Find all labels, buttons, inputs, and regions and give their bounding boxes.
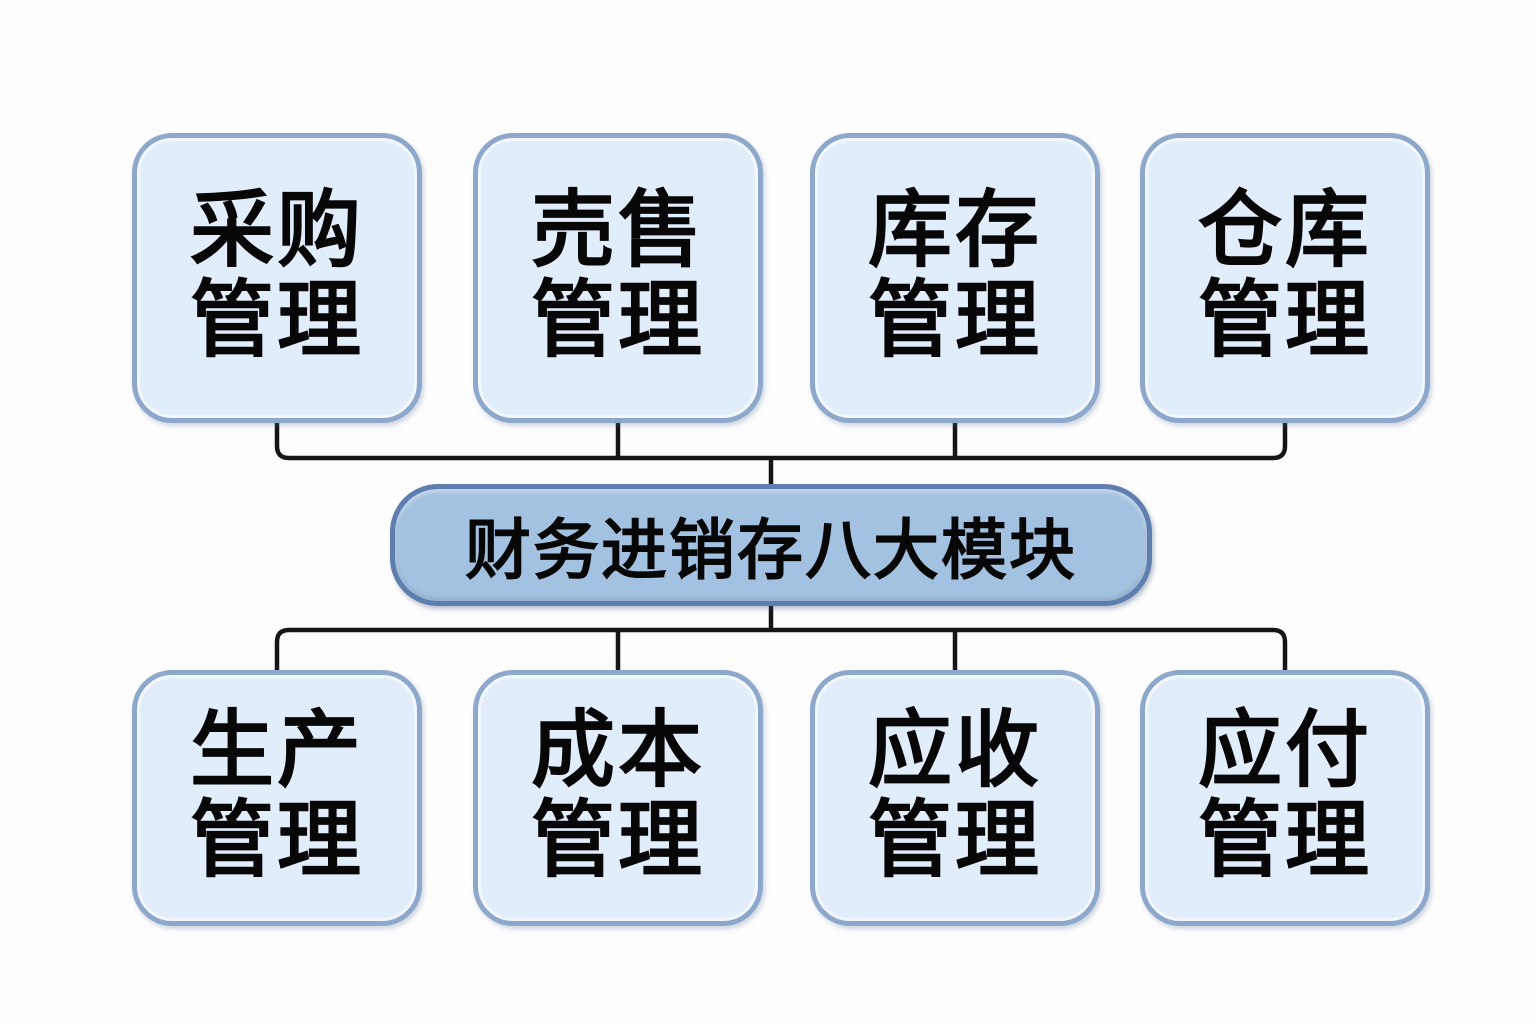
module-label-line: 管理 [530,793,705,887]
top-connector-bus [274,420,1288,461]
module-label-line: 应付 [1197,703,1372,798]
module-label-line: 成本 [530,703,705,798]
module-label: 成本 管理 [530,703,705,887]
module-box-cost-management: 成本 管理 [473,670,763,926]
module-box-receivables-management: 应收 管理 [810,670,1100,926]
module-box-sales-management: 売售 管理 [473,133,763,423]
module-box-production-management: 生产 管理 [132,670,422,926]
bottom-connector-bus [274,627,1288,674]
module-label: 库存 管理 [867,183,1042,367]
module-label: 生产 管理 [189,703,364,887]
module-label: 应付 管理 [1197,703,1372,887]
module-label-line: 库存 [867,183,1042,278]
module-label-line: 管理 [189,793,364,887]
module-box-inventory-management: 库存 管理 [810,133,1100,423]
module-label-line: 仓库 [1197,183,1372,278]
center-title-banner: 财务进销存八大模块 [390,484,1152,606]
module-label-line: 生产 [189,703,364,798]
module-label-line: 管理 [530,273,705,367]
module-label: 売售 管理 [530,183,705,367]
module-label-line: 管理 [189,273,364,367]
module-label: 采购 管理 [189,183,364,367]
module-box-purchase-management: 采购 管理 [132,133,422,423]
module-label-line: 管理 [867,273,1042,367]
module-box-warehouse-management: 仓库 管理 [1140,133,1430,423]
module-label-line: 売售 [530,183,705,278]
module-box-payables-management: 应付 管理 [1140,670,1430,926]
module-label-line: 管理 [1197,793,1372,887]
module-label-line: 应收 [867,703,1042,798]
module-label: 应收 管理 [867,703,1042,887]
module-label-line: 采购 [189,183,364,278]
module-label-line: 管理 [1197,273,1372,367]
module-label-line: 管理 [867,793,1042,887]
module-label: 仓库 管理 [1197,183,1372,367]
center-title: 财务进销存八大模块 [465,513,1077,587]
